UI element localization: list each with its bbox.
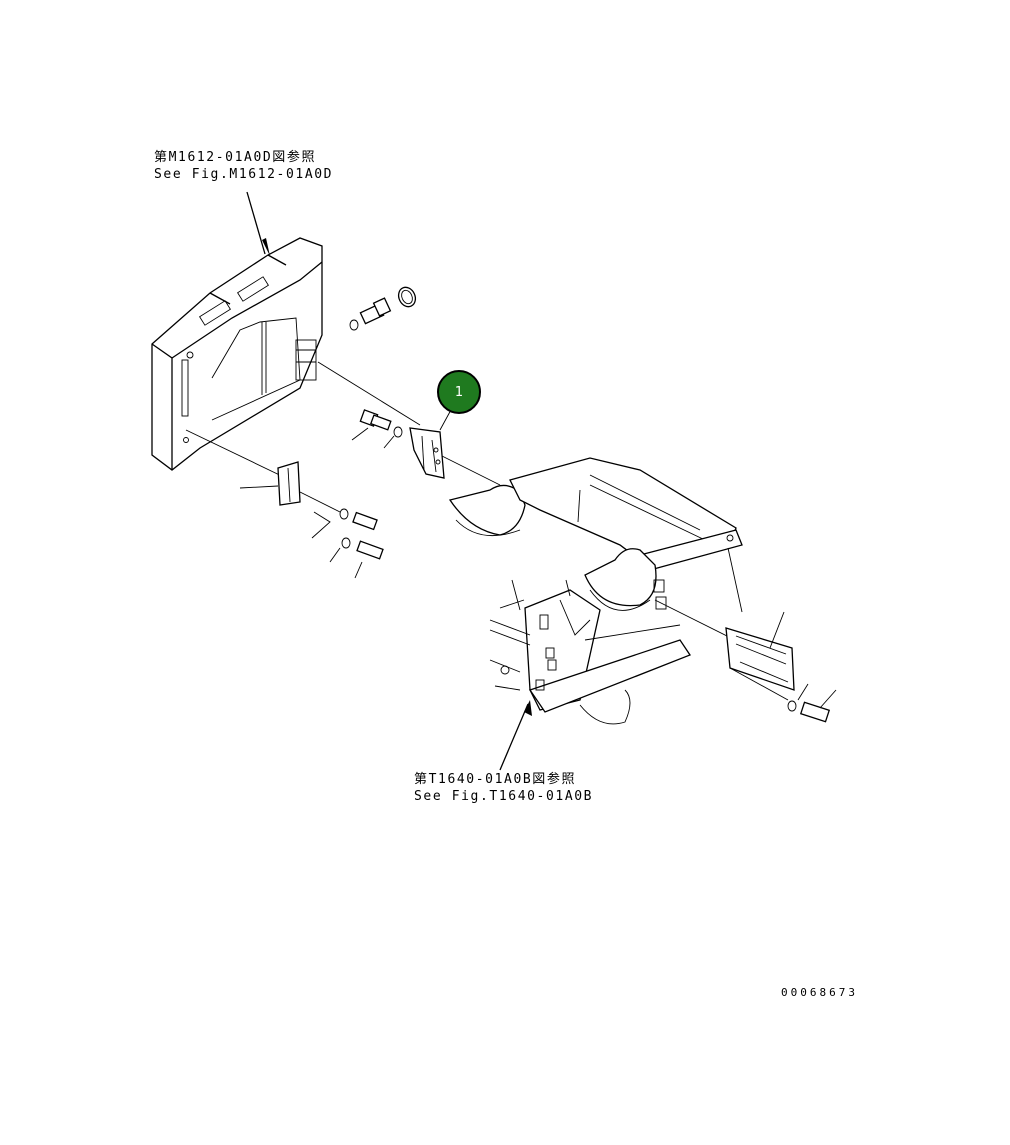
figure-id: 00068673 — [781, 986, 858, 999]
top-reference-arrow — [246, 191, 270, 256]
part-callout-1[interactable]: 1 — [437, 370, 481, 414]
bracket-lower-left — [239, 461, 384, 579]
bottom-reference-en: See Fig.T1640-01A0B — [414, 789, 594, 804]
bracket-right — [725, 611, 837, 723]
top-reference-jp: 第M1612-01A0D図参照 — [154, 150, 317, 165]
bracket-part-1 — [409, 407, 453, 479]
bolt-washer-set-mid — [351, 409, 403, 449]
bottom-reference-arrow — [499, 700, 532, 771]
bottom-reference-jp: 第T1640-01A0B図参照 — [414, 772, 577, 787]
frame-assembly — [448, 457, 743, 725]
bolt-washer-set-top — [349, 286, 417, 331]
cover-panel — [151, 237, 323, 471]
top-reference-en: See Fig.M1612-01A0D — [154, 167, 334, 182]
callout-number: 1 — [454, 384, 464, 400]
